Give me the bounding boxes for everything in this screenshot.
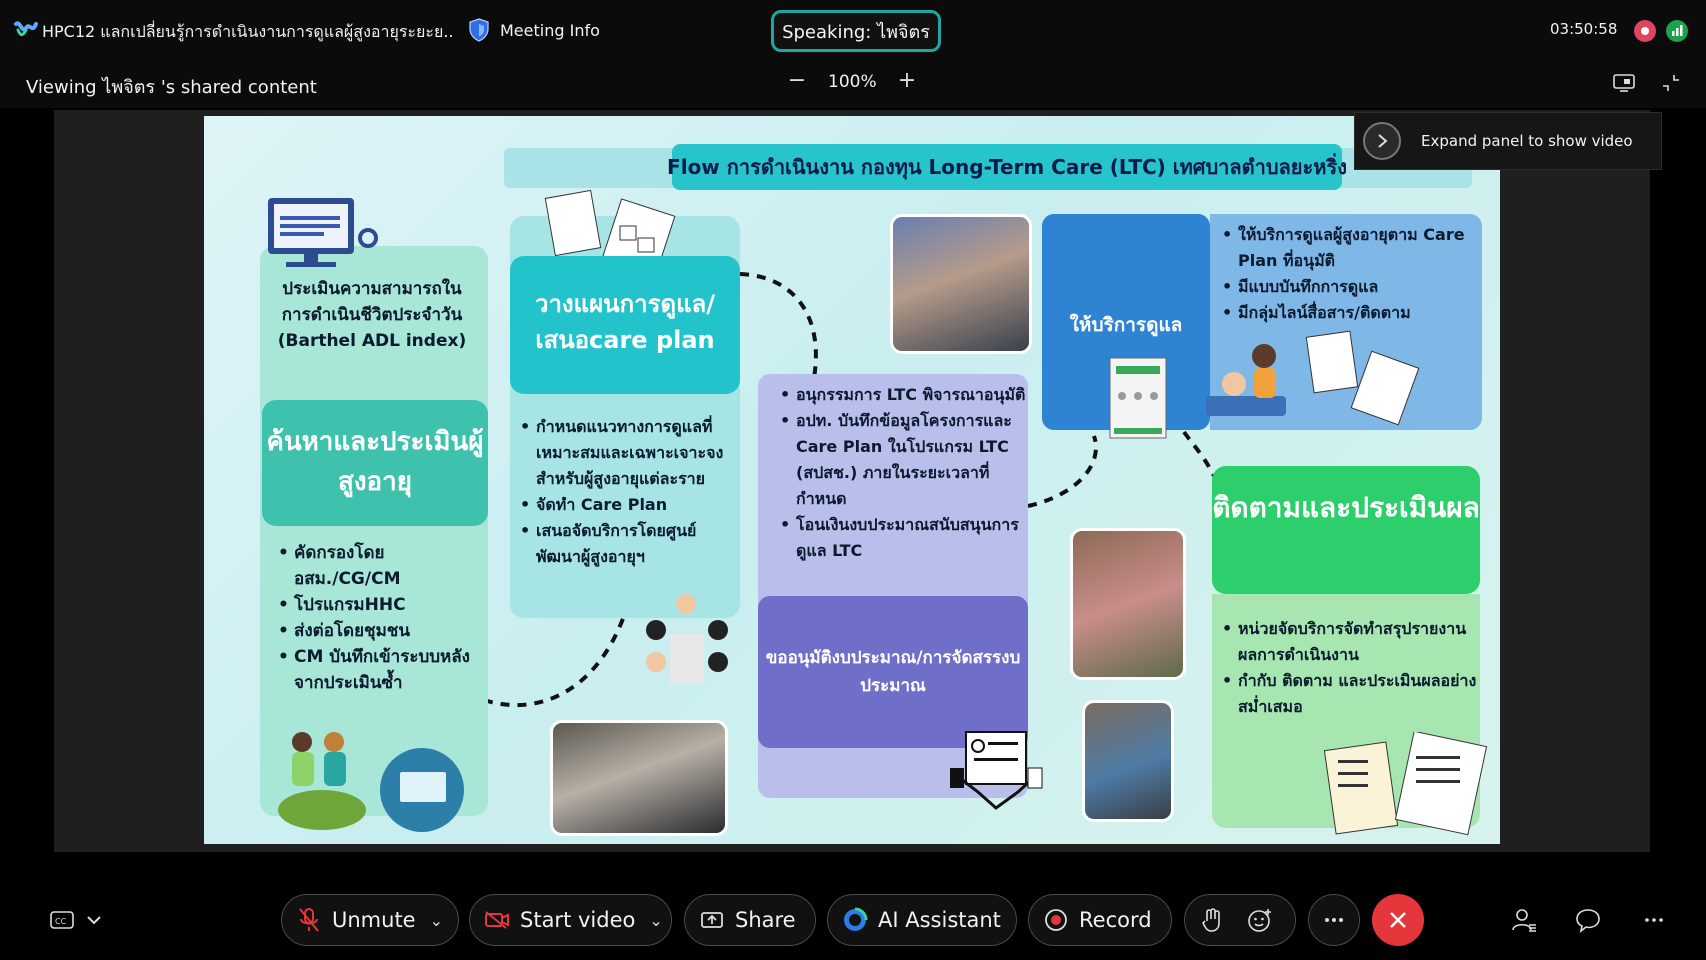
- computer-icon: [268, 198, 378, 267]
- more-icon[interactable]: [1640, 906, 1668, 934]
- top-bar: HPC12 แลกเปลี่ยนรู้การดำเนินงานการดูแลผู…: [0, 0, 1706, 62]
- speaking-indicator: Speaking: ไพจิตร: [771, 10, 941, 52]
- chevron-down-icon[interactable]: ⌄: [429, 910, 444, 930]
- list-item: ให้บริการดูแลผู้สูงอายุตาม Care Plan ที่…: [1218, 222, 1480, 274]
- chevron-down-icon[interactable]: ⌄: [649, 910, 663, 930]
- record-icon: [1043, 907, 1069, 933]
- shared-slide: Flow การดำเนินงาน กองทุน Long-Term Care …: [204, 116, 1500, 844]
- record-label: Record: [1079, 908, 1152, 932]
- list-item: เสนอจัดบริการโดยศูนย์พัฒนาผู้สูงอายุฯ: [516, 518, 740, 570]
- list-item: คัดกรองโดย อสม./CG/CM: [274, 540, 484, 592]
- raise-hand-icon[interactable]: [1199, 907, 1225, 933]
- handshake-contract-icon: [950, 731, 1043, 810]
- viewing-label: Viewing ไพจิตร 's shared content: [26, 77, 317, 98]
- video-off-icon: [484, 907, 510, 933]
- list-item: มีแบบบันทึกการดูแล: [1218, 274, 1480, 300]
- record-indicator-icon: [1634, 20, 1656, 42]
- step-assess-list: คัดกรองโดย อสม./CG/CM โปรแกรมHHC ส่งต่อโ…: [274, 540, 484, 696]
- share-button[interactable]: Share: [684, 894, 816, 946]
- caregiver-illustration: [1206, 330, 1420, 426]
- step-approve-list: อนุกรรมการ LTC พิจารณาอนุมัติ อปท. บันทึ…: [776, 382, 1026, 564]
- meeting-info-label: Meeting Info: [500, 20, 600, 40]
- share-icon: [699, 907, 725, 933]
- unmute-button[interactable]: Unmute ⌄: [281, 894, 459, 946]
- community-photo: [550, 720, 728, 836]
- chat-icon[interactable]: [1574, 906, 1602, 934]
- webex-logo-icon: [14, 21, 38, 37]
- meeting-timer: 03:50:58: [1550, 20, 1618, 38]
- list-item: ส่งต่อโดยชุมชน: [274, 618, 484, 644]
- phone-screenshot: [1109, 357, 1167, 439]
- flow-connectors: [483, 272, 1216, 708]
- leave-meeting-button[interactable]: [1372, 894, 1424, 946]
- shield-icon: [469, 18, 489, 42]
- more-icon: [1321, 907, 1347, 933]
- start-video-button[interactable]: Start video ⌄: [469, 894, 672, 946]
- elder-photo: [1082, 700, 1174, 822]
- ai-assistant-button[interactable]: AI Assistant: [827, 894, 1017, 946]
- list-item: หน่วยจัดบริการจัดทำสรุปรายงานผลการดำเนิน…: [1218, 616, 1480, 668]
- list-item: โอนเงินงบประมาณสนับสนุนการดูแล LTC: [776, 512, 1026, 564]
- report-documents-illustration: [1324, 732, 1488, 836]
- step-budget-heading: ขออนุมัติงบประมาณ/การจัดสรรงบประมาณ: [758, 596, 1028, 748]
- list-item: อปท. บันทึกข้อมูลโครงการและ Care Plan ใน…: [776, 408, 1026, 512]
- step-assess-heading: ค้นหาและประเมินผู้สูงอายุ: [262, 400, 488, 526]
- reaction-icon[interactable]: [1247, 907, 1273, 933]
- record-button[interactable]: Record: [1028, 894, 1172, 946]
- step-plan-heading: วางแผนการดูแล/เสนอcare plan: [510, 256, 740, 394]
- shared-content-bar: Viewing ไพจิตร 's shared content − 100% …: [0, 62, 1706, 108]
- chevron-right-icon: [1363, 122, 1401, 160]
- screen-icon[interactable]: [1612, 72, 1636, 94]
- network-icon[interactable]: [1666, 20, 1688, 42]
- list-item: จัดทำ Care Plan: [516, 492, 740, 518]
- slide-title: Flow การดำเนินงาน กองทุน Long-Term Care …: [667, 144, 1347, 190]
- step-monitor-list: หน่วยจัดบริการจัดทำสรุปรายงานผลการดำเนิน…: [1218, 616, 1480, 720]
- step-monitor-heading: ติดตามและประเมินผล: [1212, 466, 1480, 594]
- minimize-icon[interactable]: [1660, 72, 1682, 94]
- adl-assessment-text: ประเมินความสามารถในการดำเนินชีวิตประจำวั…: [277, 279, 467, 351]
- expand-panel-button[interactable]: Expand panel to show video: [1354, 112, 1662, 170]
- meeting-illustration: [646, 594, 728, 684]
- participants-icon[interactable]: [1510, 906, 1538, 934]
- step-assess-panel: [260, 246, 488, 816]
- community-illustration: [278, 732, 464, 832]
- ai-assistant-label: AI Assistant: [878, 908, 1001, 932]
- unmute-label: Unmute: [332, 908, 416, 932]
- step-service-list: ให้บริการดูแลผู้สูงอายุตาม Care Plan ที่…: [1218, 222, 1480, 326]
- svg-text:CC: CC: [55, 917, 67, 926]
- captions-icon[interactable]: CC: [48, 906, 76, 934]
- meeting-info-button[interactable]: Meeting Info: [468, 18, 600, 42]
- meeting-title: HPC12 แลกเปลี่ยนรู้การดำเนินงานการดูแลผู…: [42, 22, 452, 41]
- expand-panel-label: Expand panel to show video: [1421, 132, 1633, 150]
- reactions-group[interactable]: [1184, 894, 1296, 946]
- list-item: โปรแกรมHHC: [274, 592, 484, 618]
- elder-care-photo: [890, 214, 1032, 354]
- list-item: CM บันทึกเข้าระบบหลังจากประเมินซ้ำ: [274, 644, 484, 696]
- mic-off-icon: [296, 907, 322, 933]
- list-item: กำกับ ติดตาม และประเมินผลอย่างสม่ำเสมอ: [1218, 668, 1480, 720]
- list-item: อนุกรรมการ LTC พิจารณาอนุมัติ: [776, 382, 1026, 408]
- ai-assistant-icon: [842, 907, 868, 933]
- zoom-level: 100%: [828, 72, 877, 92]
- share-label: Share: [735, 908, 796, 932]
- chevron-down-icon[interactable]: [80, 906, 108, 934]
- list-item: มีกลุ่มไลน์สื่อสาร/ติดตาม: [1218, 300, 1480, 326]
- step-plan-list: กำหนดแนวทางการดูแลที่เหมาะสมและเฉพาะเจาะ…: [516, 414, 740, 570]
- zoom-in-button[interactable]: +: [897, 68, 917, 93]
- start-video-label: Start video: [520, 908, 636, 932]
- list-item: กำหนดแนวทางการดูแลที่เหมาะสมและเฉพาะเจาะ…: [516, 414, 740, 492]
- zoom-out-button[interactable]: −: [787, 68, 807, 93]
- close-icon: [1390, 912, 1406, 928]
- home-visit-photo: [1070, 528, 1186, 680]
- more-options-button[interactable]: [1308, 894, 1360, 946]
